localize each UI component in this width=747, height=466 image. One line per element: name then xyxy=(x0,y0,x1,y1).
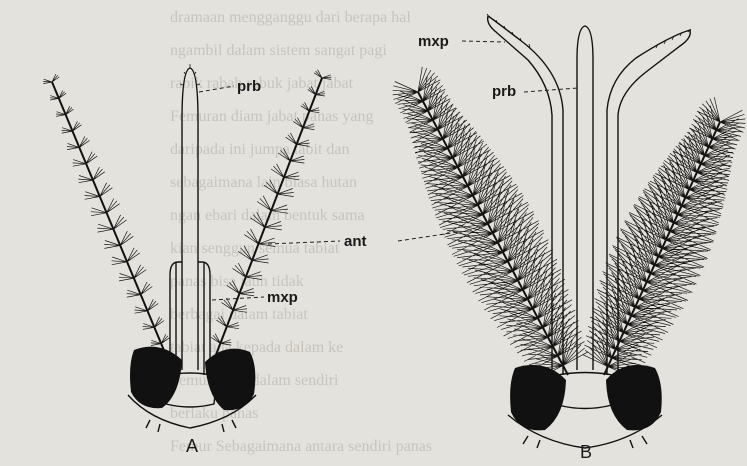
eye-a-left xyxy=(130,347,182,409)
eye-b-left xyxy=(510,365,566,431)
background-text-line: berlaku panas xyxy=(170,405,258,422)
background-text-line: tabiat ada kepada dalam ke xyxy=(170,339,343,356)
background-text-line: panas bisa jauh tidak xyxy=(170,273,304,290)
panel-label-a: A xyxy=(186,436,198,456)
eye-a-right xyxy=(205,349,255,411)
label-mxp-b: mxp xyxy=(418,33,449,50)
label-ant: ant xyxy=(344,233,367,250)
background-print-through: dramaan mengganggu dari berapa hal ngambi… xyxy=(170,9,432,455)
label-prb-b: prb xyxy=(492,83,516,100)
proboscis-b xyxy=(577,26,593,370)
antenna-left-a xyxy=(43,74,170,360)
background-text-line: Femur Sebagaimana antara sendiri panas xyxy=(170,438,432,455)
panel-b-head xyxy=(393,14,746,448)
eye-b-right xyxy=(606,365,662,431)
label-mxp-a: mxp xyxy=(267,289,298,306)
background-text-line: daripada ini jumpa tabit dan xyxy=(170,141,350,158)
background-text-line: Femuran diam jabat panas yang xyxy=(170,108,374,125)
background-text-line: ngambil dalam sistem sangat pagi xyxy=(170,42,387,59)
palp-b-left xyxy=(488,16,563,375)
panel-label-b: B xyxy=(580,442,592,462)
label-prb-a: prb xyxy=(237,78,261,95)
background-text-line: berbagai dalam tabiat xyxy=(170,306,308,323)
antenna-left-b xyxy=(393,67,588,378)
background-text-line: dramaan mengganggu dari berapa hal xyxy=(170,9,411,26)
